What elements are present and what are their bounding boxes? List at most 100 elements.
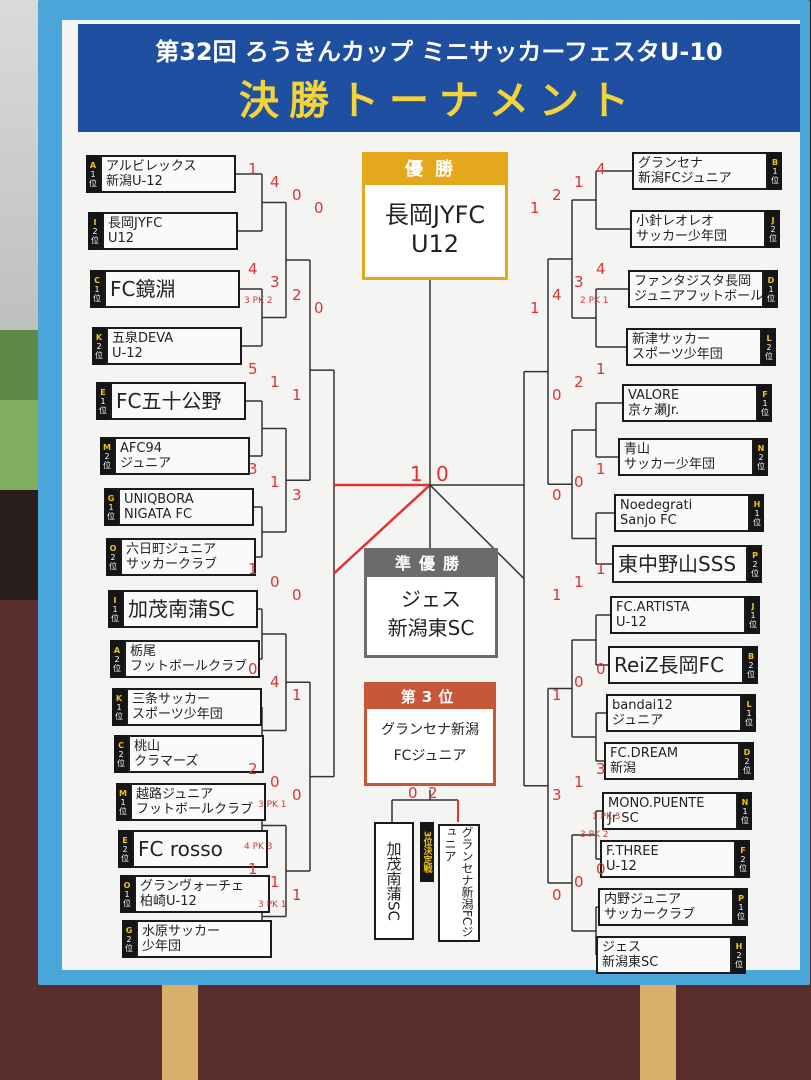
- team-name: 東中野山SSS: [612, 545, 748, 583]
- team-name: 新津サッカースポーツ少年団: [626, 328, 762, 366]
- group-letter: J: [771, 215, 775, 225]
- team-name-line2: 新潟東SC: [602, 955, 659, 970]
- team-name-line1: 新津サッカー: [632, 332, 711, 347]
- runner-up-title: 準優勝: [367, 551, 495, 577]
- runner-up-box: 準優勝 ジェス 新潟東SC: [364, 548, 498, 658]
- left-score-18: 2: [292, 286, 302, 304]
- team-name-line1: 五泉DEVA: [112, 331, 174, 346]
- left-score-1: 1: [248, 160, 258, 178]
- right-score-16: 0: [574, 873, 584, 891]
- rank-number: 1: [772, 166, 778, 176]
- team-name-line1: 水原サッカー: [142, 924, 221, 939]
- group-letter: N: [757, 443, 765, 453]
- right-score-18: 4: [552, 286, 562, 304]
- rank-number: 1: [738, 902, 744, 912]
- team-name-line1: グランセナ: [638, 156, 704, 171]
- team-name-line2: U-12: [616, 615, 647, 630]
- right-score-26: 1: [530, 299, 540, 317]
- rank-suffix: 位: [743, 765, 751, 775]
- champion-title: 優勝: [365, 155, 505, 185]
- rank-number: 1: [754, 508, 760, 518]
- rank-number: 1: [762, 398, 768, 408]
- team-name-line1: FC五十公野: [116, 388, 222, 413]
- rank-suffix: 位: [741, 815, 749, 825]
- rank-number: 1: [112, 604, 118, 614]
- team-name-line1: 小針レオレオ: [636, 214, 715, 229]
- left-score-17: 0: [292, 186, 302, 204]
- team-name-line2: フットボールクラブ: [130, 659, 248, 674]
- rank-suffix: 位: [757, 461, 765, 471]
- group-letter: A: [113, 645, 121, 655]
- rank-number: 2: [96, 341, 102, 351]
- rank-number: 2: [748, 660, 754, 670]
- team-name-line2: サッカークラブ: [126, 557, 218, 572]
- rank-number: 2: [126, 934, 132, 944]
- team-name-line2: 新潟: [610, 761, 637, 776]
- rank-suffix: 位: [95, 350, 103, 360]
- rank-suffix: 位: [115, 711, 123, 721]
- team-name-line1: ファンタジスタ長岡: [634, 274, 752, 289]
- team-name-line2: ジュニア: [120, 456, 172, 471]
- group-letter: A: [89, 160, 97, 170]
- right-score-9: 1: [574, 173, 584, 191]
- pk-note-1: 3 PK 2: [244, 296, 273, 306]
- team-name-line1: 加茂南蒲SC: [128, 596, 235, 621]
- right-score-24: 0: [552, 886, 562, 904]
- team-name-line1: ReiZ長岡FC: [614, 652, 725, 677]
- rank-suffix: 位: [109, 561, 117, 571]
- team-name: ジェス新潟東SC: [596, 936, 732, 974]
- rank-number: 2: [122, 844, 128, 854]
- team-name-line1: Noedegrati: [620, 498, 693, 513]
- right-score-10: 3: [574, 273, 584, 291]
- rank-number: 1: [742, 806, 748, 816]
- group-letter: L: [766, 333, 772, 343]
- right-score-11: 2: [574, 373, 584, 391]
- group-letter: B: [747, 651, 755, 661]
- right-score-6: 0: [596, 660, 606, 678]
- team-name: 青山サッカー少年団: [618, 438, 754, 476]
- final-right-score: 0: [436, 462, 449, 486]
- team-name: 小針レオレオサッカー少年団: [630, 210, 766, 248]
- rank-suffix: 位: [735, 959, 743, 969]
- third-match-left-team: 加茂南蒲SC: [374, 822, 414, 940]
- team-name-line1: 青山: [624, 442, 651, 457]
- pk-note-5: 2 PK 1: [580, 296, 609, 306]
- rank-number: 1: [94, 284, 100, 294]
- rank-number: 1: [90, 169, 96, 179]
- team-name: ReiZ長岡FC: [608, 646, 744, 684]
- third-match-right-score: 2: [428, 784, 438, 802]
- group-letter: J: [751, 601, 755, 611]
- team-name: FC鏡淵: [104, 270, 240, 308]
- team-name-line1: アルビレックス: [106, 159, 197, 174]
- rank-suffix: 位: [123, 898, 131, 908]
- rank-suffix: 位: [769, 233, 777, 243]
- team-name: 越路ジュニアフットボールクラブ: [130, 783, 266, 821]
- right-score-4: 1: [596, 460, 606, 478]
- group-letter: D: [767, 275, 775, 285]
